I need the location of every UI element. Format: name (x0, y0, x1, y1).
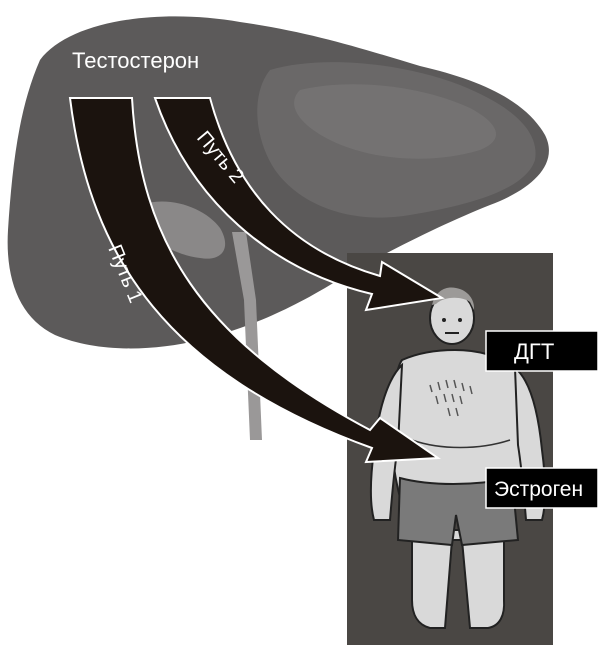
dht-label-box (485, 330, 599, 372)
figure-belly-line (411, 439, 511, 449)
dht-label: ДГТ (485, 330, 599, 372)
dht-label-text: ДГТ (514, 339, 554, 364)
arrow-path-1 (68, 97, 441, 464)
figure-left-eye (442, 318, 446, 322)
estrogen-label-box (485, 467, 599, 509)
figure-right-eye (458, 318, 462, 322)
figure-hair (432, 287, 475, 310)
label-testosterone: Тестостерон (72, 48, 199, 73)
estrogen-label-text: Эстроген (494, 478, 583, 501)
figure-chest-hair (429, 379, 473, 417)
estrogen-label: Эстроген (485, 467, 599, 509)
arrow-path-2 (153, 97, 445, 312)
liver-highlight (294, 84, 497, 159)
gallbladder (140, 201, 226, 259)
